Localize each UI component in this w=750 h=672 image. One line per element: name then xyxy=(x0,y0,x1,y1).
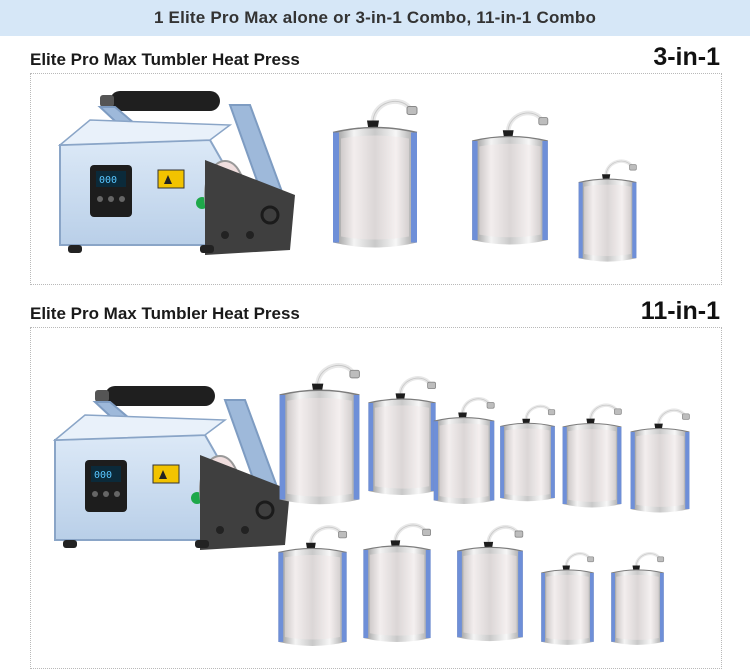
heat-press-machine-section-2 xyxy=(53,384,292,552)
section-2-title: Elite Pro Max Tumbler Heat Press xyxy=(30,304,300,323)
attachments-section-2 xyxy=(278,365,692,646)
section-1-title: Elite Pro Max Tumbler Heat Press xyxy=(30,50,300,69)
top-banner: 1 Elite Pro Max alone or 3-in-1 Combo, 1… xyxy=(0,0,750,36)
heat-press-machine-section-1 xyxy=(58,89,297,257)
section-2-combo-label: 11-in-1 xyxy=(640,297,720,325)
banner-text: 1 Elite Pro Max alone or 3-in-1 Combo, 1… xyxy=(153,8,597,27)
attachments-section-1 xyxy=(333,101,636,261)
section-1-combo-label: 3-in-1 xyxy=(653,43,720,71)
